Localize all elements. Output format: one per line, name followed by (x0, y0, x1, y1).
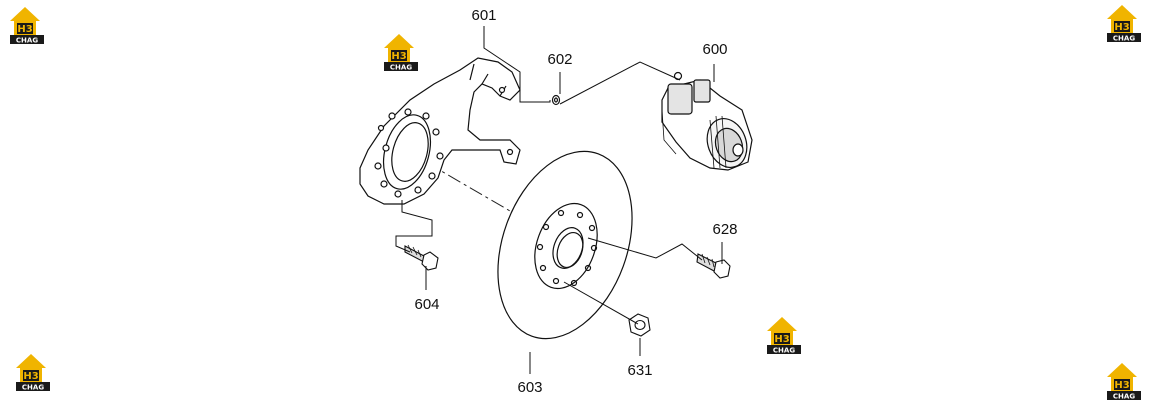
callout-603: 603 (517, 379, 542, 396)
watermark-logo: H3 CHAG (1107, 363, 1141, 401)
svg-text:H3: H3 (391, 51, 406, 62)
svg-text:H3: H3 (23, 371, 38, 382)
callout-600: 600 (702, 41, 727, 58)
callout-602: 602 (547, 51, 572, 68)
watermark-logo: H3 CHAG (16, 354, 50, 392)
svg-text:CHAG: CHAG (390, 64, 412, 72)
watermark-logo: H3 CHAG (767, 317, 801, 355)
watermark-logo: H3 CHAG (10, 7, 44, 45)
caliper-bracket-601 (359, 57, 521, 205)
svg-text:H3: H3 (1114, 380, 1129, 391)
bolt-628 (696, 253, 731, 279)
nut-631 (628, 313, 651, 337)
washer-602 (551, 94, 561, 106)
svg-text:H3: H3 (17, 24, 32, 35)
watermark-logo: H3 CHAG (384, 34, 418, 72)
svg-text:CHAG: CHAG (16, 37, 38, 45)
svg-text:CHAG: CHAG (1113, 393, 1135, 401)
watermark-logo: H3 CHAG (1107, 5, 1141, 43)
callout-628: 628 (712, 221, 737, 238)
svg-text:CHAG: CHAG (1113, 35, 1135, 43)
brake-caliper-600 (661, 71, 753, 171)
callout-631: 631 (627, 362, 652, 379)
brake-disc-603 (497, 150, 633, 340)
callout-604: 604 (414, 296, 439, 313)
bolt-604 (404, 244, 439, 271)
svg-text:H3: H3 (1114, 22, 1129, 33)
svg-text:H3: H3 (774, 334, 789, 345)
svg-text:CHAG: CHAG (22, 384, 44, 392)
callout-601: 601 (471, 7, 496, 24)
leader-lines (395, 26, 723, 374)
svg-text:CHAG: CHAG (773, 347, 795, 355)
